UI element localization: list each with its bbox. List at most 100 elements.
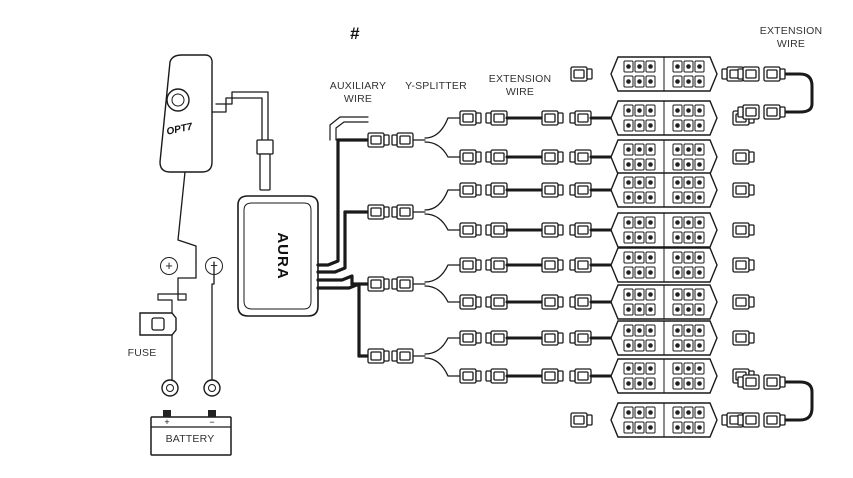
- splitter-branch-top: [424, 189, 461, 211]
- led-dot: [675, 108, 680, 113]
- led-dot: [626, 195, 631, 200]
- connector-inner: [577, 297, 589, 307]
- led-dot: [648, 162, 653, 167]
- led-dot: [675, 235, 680, 240]
- control-box-inner: [243, 202, 312, 310]
- led-dot: [686, 255, 691, 260]
- connector-inner: [544, 371, 556, 381]
- connector-inner: [462, 371, 474, 381]
- led-dot: [626, 180, 631, 185]
- fuse-cap: [151, 317, 165, 331]
- remote-plug: [256, 139, 274, 155]
- connector-inner: [573, 69, 585, 79]
- channel-wire: [316, 282, 361, 358]
- connector-inner: [766, 377, 778, 387]
- led-dot: [626, 147, 631, 152]
- led-dot: [648, 270, 653, 275]
- battery-minus-symbol: −: [209, 417, 214, 427]
- splitter-branch-bottom: [424, 285, 461, 303]
- connector-inner: [544, 260, 556, 270]
- connector-inner: [577, 113, 589, 123]
- connector-inner: [462, 225, 474, 235]
- led-dot: [637, 381, 642, 386]
- connector-clip: [569, 296, 576, 308]
- led-dot: [626, 123, 631, 128]
- connector-inner: [493, 297, 505, 307]
- connector-clip: [737, 68, 744, 80]
- connector-inner: [735, 225, 747, 235]
- connector-inner: [735, 333, 747, 343]
- connector-inner: [745, 415, 757, 425]
- led-dot: [626, 410, 631, 415]
- splitter-branch-bottom: [424, 213, 461, 231]
- connector-clip: [748, 184, 755, 196]
- led-dot: [637, 64, 642, 69]
- led-dot: [648, 108, 653, 113]
- led-dot: [675, 270, 680, 275]
- led-dot: [637, 79, 642, 84]
- led-dot: [697, 235, 702, 240]
- connector-clip: [391, 134, 398, 146]
- connector-clip: [485, 112, 492, 124]
- led-dot: [675, 64, 680, 69]
- channel-wire: [316, 210, 347, 274]
- led-dot: [626, 64, 631, 69]
- connector-clip: [557, 112, 564, 124]
- splitter-branch-top: [424, 117, 461, 139]
- remote-knob-inner: [171, 93, 185, 107]
- battery-plus-symbol: +: [164, 417, 169, 427]
- connector-inner: [573, 415, 585, 425]
- led-dot: [675, 410, 680, 415]
- connector-inner: [493, 260, 505, 270]
- connector-clip: [748, 151, 755, 163]
- led-dot: [648, 410, 653, 415]
- led-dot: [686, 381, 691, 386]
- connector-clip: [779, 106, 786, 118]
- led-dot: [686, 366, 691, 371]
- connector-inner: [766, 107, 778, 117]
- led-dot: [648, 425, 653, 430]
- connector-clip: [721, 414, 728, 426]
- connector-clip: [779, 376, 786, 388]
- led-dot: [675, 292, 680, 297]
- connector-clip: [748, 296, 755, 308]
- connector-clip: [485, 296, 492, 308]
- connector-inner: [544, 225, 556, 235]
- led-dot: [648, 180, 653, 185]
- led-dot: [648, 343, 653, 348]
- connector-inner: [577, 225, 589, 235]
- connector-inner: [577, 152, 589, 162]
- connector-inner: [493, 225, 505, 235]
- connector-clip: [391, 350, 398, 362]
- led-dot: [697, 410, 702, 415]
- channel-wire: [316, 274, 354, 286]
- led-dot: [637, 292, 642, 297]
- fuse-clip: [157, 293, 187, 314]
- auxiliary-wire: [329, 116, 369, 141]
- connector-inner: [462, 297, 474, 307]
- ring-terminal-hole: [208, 384, 216, 392]
- led-dot: [648, 292, 653, 297]
- negative-lead: [211, 261, 215, 381]
- connector-inner: [493, 152, 505, 162]
- led-dot: [648, 255, 653, 260]
- connector-clip: [779, 414, 786, 426]
- positive-lead: [177, 261, 197, 301]
- led-dot: [697, 162, 702, 167]
- connector-clip: [737, 106, 744, 118]
- connector-inner: [493, 185, 505, 195]
- led-dot: [697, 123, 702, 128]
- splitter-branch-bottom: [424, 141, 461, 158]
- extension-loop-top: [784, 72, 814, 114]
- led-dot: [675, 255, 680, 260]
- connector-clip: [557, 332, 564, 344]
- plus-terminal-icon: +: [160, 257, 178, 275]
- led-dot: [626, 381, 631, 386]
- led-dot: [697, 292, 702, 297]
- led-dot: [626, 255, 631, 260]
- led-dot: [626, 162, 631, 167]
- connector-clip: [569, 332, 576, 344]
- connector-clip: [557, 259, 564, 271]
- led-dot: [648, 381, 653, 386]
- splitter-branch-bottom: [424, 357, 461, 377]
